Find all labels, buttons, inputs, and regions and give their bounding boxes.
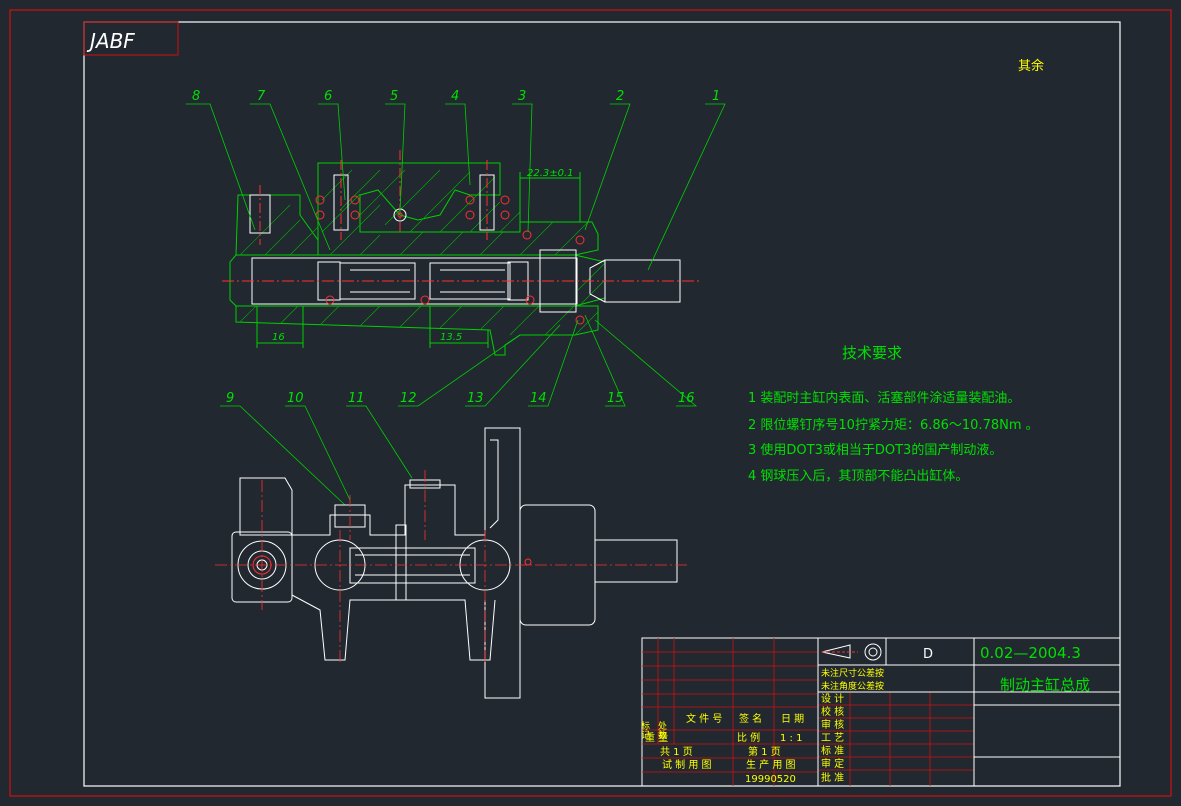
balloon-13: 13 — [467, 391, 484, 406]
balloon-1: 1 — [712, 89, 720, 104]
balloon-12: 12 — [400, 391, 417, 406]
balloon-4: 4 — [451, 89, 459, 104]
logo-text: JABF — [86, 29, 135, 53]
tech-requirements: 技术要求 1 装配时主缸内表面、活塞部件涂适量装配油。 2 限位螺钉序号10拧紧… — [748, 344, 1039, 484]
plan-fitting-red — [252, 555, 272, 575]
logo-box — [83, 21, 179, 56]
balloon-15: 15 — [607, 391, 624, 406]
dim-22-3: 22.3±0.1 — [527, 168, 574, 179]
tech-heading: 技术要求 — [842, 344, 902, 362]
role-check: 校 核 — [821, 705, 844, 718]
balloon-3: 3 — [518, 89, 526, 104]
total-pages: 共 1 页 — [660, 746, 693, 758]
role-ratify: 批 准 — [821, 771, 844, 784]
balloon-14: 14 — [530, 391, 547, 406]
scale-value: 1 : 1 — [780, 733, 802, 744]
role-design: 设 计 — [821, 692, 844, 705]
plan-centerlines — [215, 470, 690, 665]
balloon-10: 10 — [287, 391, 304, 406]
section-view — [222, 150, 700, 356]
balloon-16: 16 — [678, 391, 695, 406]
balloon-7: 7 — [257, 89, 266, 104]
plan-view — [231, 427, 678, 699]
row-heavy: 重 量 — [645, 731, 668, 744]
balloon-labels: 8 7 6 5 4 3 2 1 9 10 11 12 13 14 15 16 — [192, 89, 720, 406]
inner-frame — [83, 21, 1121, 787]
page-number: 第 1 页 — [748, 745, 781, 758]
tech-item-3: 3 使用DOT3或相当于DOT3的国产制动液。 — [748, 442, 1002, 458]
surface-note: 其余 — [1018, 58, 1044, 74]
col-sign: 签 名 — [739, 712, 762, 725]
title-block — [641, 637, 1121, 787]
role-standard: 标 准 — [821, 745, 844, 757]
tol-line-2: 未注角度公差按 — [821, 680, 884, 692]
balloon-2: 2 — [616, 89, 624, 104]
tech-item-1: 1 装配时主缸内表面、活塞部件涂适量装配油。 — [748, 390, 1020, 406]
role-process: 工 艺 — [821, 732, 844, 744]
date-code: 19990520 — [745, 774, 796, 785]
dim-13-5: 13.5 — [440, 332, 462, 343]
balloon-11: 11 — [348, 391, 365, 406]
trial-use: 试 制 用 图 — [662, 758, 712, 771]
tol-line-1: 未注尺寸公差按 — [821, 667, 884, 679]
leader-lines — [186, 103, 726, 506]
plan-hole-red — [524, 558, 532, 566]
tech-item-2: 2 限位螺钉序号10拧紧力矩：6.86～10.78Nm 。 — [748, 418, 1039, 433]
balloon-5: 5 — [390, 89, 398, 104]
col-doc: 文 件 号 — [686, 712, 722, 725]
role-approve-final: 审 定 — [821, 757, 844, 770]
dim-16: 16 — [272, 332, 285, 343]
balloon-8: 8 — [192, 89, 200, 104]
tech-item-4: 4 钢球压入后，其顶部不能凸出缸体。 — [748, 468, 968, 484]
col-qty: 处数 — [656, 720, 667, 740]
outer-frame — [9, 9, 1172, 797]
balloon-6: 6 — [324, 89, 332, 104]
material-code: D — [923, 647, 933, 662]
drawing-name: 制动主缸总成 — [1000, 676, 1090, 694]
role-review: 审 核 — [821, 718, 844, 731]
col-mark: 标记 — [639, 720, 650, 739]
balloon-9: 9 — [226, 391, 234, 406]
production-use: 生 产 用 图 — [746, 758, 796, 771]
col-date: 日 期 — [781, 713, 804, 725]
scale-label: 比 例 — [737, 731, 760, 744]
drawing-number: 0.02—2004.3 — [980, 644, 1081, 662]
